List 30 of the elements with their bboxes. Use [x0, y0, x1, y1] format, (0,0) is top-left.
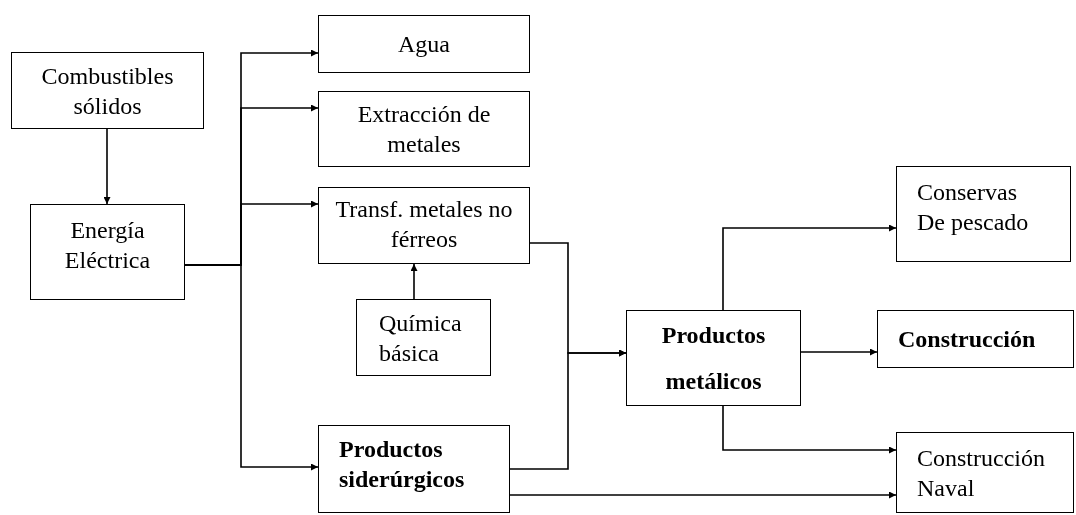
box-label: Transf. metales no férreos [334, 195, 514, 254]
arrow [509, 349, 627, 470]
box-label: Combustibles sólidos [40, 61, 175, 121]
box-label: Agua [398, 30, 450, 59]
arrow [800, 348, 878, 356]
process-box [318, 15, 530, 73]
box-label: Productos metálicos [660, 321, 767, 396]
box-label: Construcción Naval [917, 444, 1046, 503]
arrow [410, 263, 418, 300]
process-box [626, 310, 801, 406]
box-label: Conservas De pescado [917, 178, 1030, 237]
box-label: Química básica [379, 308, 463, 368]
arrow [509, 491, 897, 499]
box-label: Extracción de metales [356, 100, 492, 159]
process-box [896, 166, 1071, 262]
process-box [877, 310, 1074, 368]
arrow [722, 224, 897, 311]
process-box [356, 299, 491, 376]
arrow [103, 128, 111, 205]
process-box [318, 425, 510, 513]
process-box [318, 187, 530, 264]
box-label: Energía Eléctrica [63, 216, 152, 275]
process-box [318, 91, 530, 167]
process-box [896, 432, 1074, 513]
box-label: Construcción [898, 325, 1036, 354]
arrow [184, 264, 319, 471]
process-box [11, 52, 204, 129]
arrow [722, 405, 897, 454]
process-box [30, 204, 185, 300]
box-label: Productos siderúrgicos [339, 435, 466, 494]
